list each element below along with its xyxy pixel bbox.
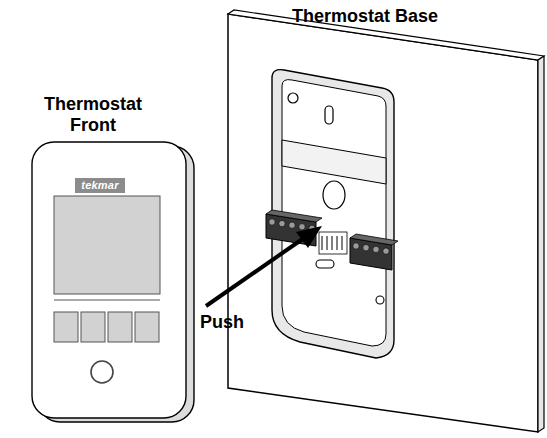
drawing-stroke: [383, 248, 389, 254]
drawing-stroke: [54, 300, 160, 301]
drawing-stroke: [353, 243, 359, 249]
drawing-stroke: [282, 140, 386, 184]
drawing-stroke: [81, 312, 105, 342]
drawing-stroke: [325, 106, 333, 124]
drawing-stroke: [332, 236, 333, 250]
drawing-stroke: [363, 245, 369, 251]
drawing-stroke: [279, 220, 285, 226]
push-arrow: [206, 226, 322, 306]
drawing-stroke: [135, 312, 159, 342]
drawing-stroke: [269, 219, 275, 225]
wall: [228, 10, 544, 432]
drawing-stroke: [91, 361, 113, 383]
drawing-stroke: [538, 56, 544, 432]
brand-logo: tekmar: [75, 178, 124, 193]
drawing-stroke: [373, 246, 379, 252]
drawing-stroke: [319, 232, 347, 254]
drawing-stroke: [299, 224, 305, 230]
drawing-stroke: [288, 93, 298, 103]
drawing-stroke: [289, 222, 295, 228]
drawing-stroke: [206, 238, 304, 306]
drawing-stroke: [327, 236, 328, 250]
part-label: Thermostat Front: [33, 94, 153, 136]
drawing-stroke: [376, 296, 384, 304]
thermostat-front: [32, 142, 194, 422]
drawing-stroke: [54, 196, 160, 294]
drawing-stroke: [342, 236, 343, 250]
drawing-stroke: [323, 181, 345, 209]
drawing-stroke: [32, 142, 186, 418]
drawing-stroke: [296, 226, 322, 248]
drawing-stroke: [282, 80, 386, 346]
drawing-stroke: [54, 312, 78, 342]
drawing-stroke: [108, 312, 132, 342]
drawing-stroke: [228, 14, 538, 432]
action-label: Push: [187, 312, 257, 333]
drawing-stroke: [322, 236, 323, 250]
part-label: Thermostat Base: [280, 6, 450, 27]
drawing-stroke: [337, 236, 338, 250]
thermostat-base: [266, 70, 398, 358]
connector-pins: [322, 236, 342, 250]
drawing-stroke: [316, 260, 334, 268]
